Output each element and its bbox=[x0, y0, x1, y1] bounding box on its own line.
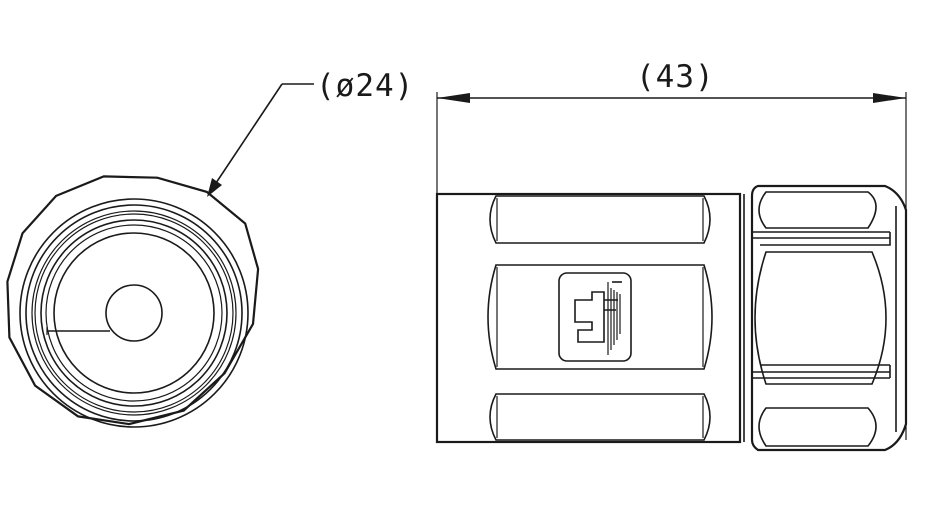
diameter-leader-arrow bbox=[207, 178, 222, 197]
diameter-leader bbox=[207, 83, 314, 197]
grip-pad-top bbox=[489, 195, 711, 244]
length-arrow-right bbox=[873, 93, 906, 103]
length-label: (43) bbox=[636, 59, 715, 95]
end-view-inner-ring bbox=[53, 232, 215, 394]
end-view-ring-4 bbox=[34, 213, 234, 413]
grip-pad-middle bbox=[487, 264, 713, 370]
end-view-ring-5 bbox=[40, 219, 228, 407]
end-view-center-bore bbox=[105, 284, 163, 342]
cap-outline bbox=[750, 184, 908, 452]
brand-logo-hatch bbox=[607, 282, 621, 355]
end-view bbox=[6, 175, 260, 428]
grip-pad-bottom bbox=[489, 393, 711, 441]
cap-lobe-middle bbox=[754, 251, 887, 385]
brand-logo-glyph bbox=[574, 291, 605, 343]
cap-lobe-bottom bbox=[758, 407, 877, 447]
cap-groove-bottom-tab bbox=[760, 364, 891, 378]
diameter-label: (ø24) bbox=[316, 68, 414, 104]
cap-lobe-top bbox=[758, 191, 877, 229]
length-arrow-left bbox=[437, 93, 470, 103]
end-view-ring-3 bbox=[31, 210, 237, 416]
cap-groove-top-tab bbox=[760, 232, 891, 246]
brand-logo-frame bbox=[558, 272, 632, 362]
end-view-nut-outline bbox=[6, 175, 260, 426]
diameter-leader-line bbox=[213, 83, 283, 187]
side-view bbox=[435, 92, 908, 452]
connector-body bbox=[435, 192, 742, 444]
end-view-ring-6 bbox=[45, 224, 223, 402]
brand-logo bbox=[558, 272, 632, 362]
end-view-ring-2 bbox=[25, 204, 243, 422]
end-view-outer-ring bbox=[19, 198, 249, 428]
